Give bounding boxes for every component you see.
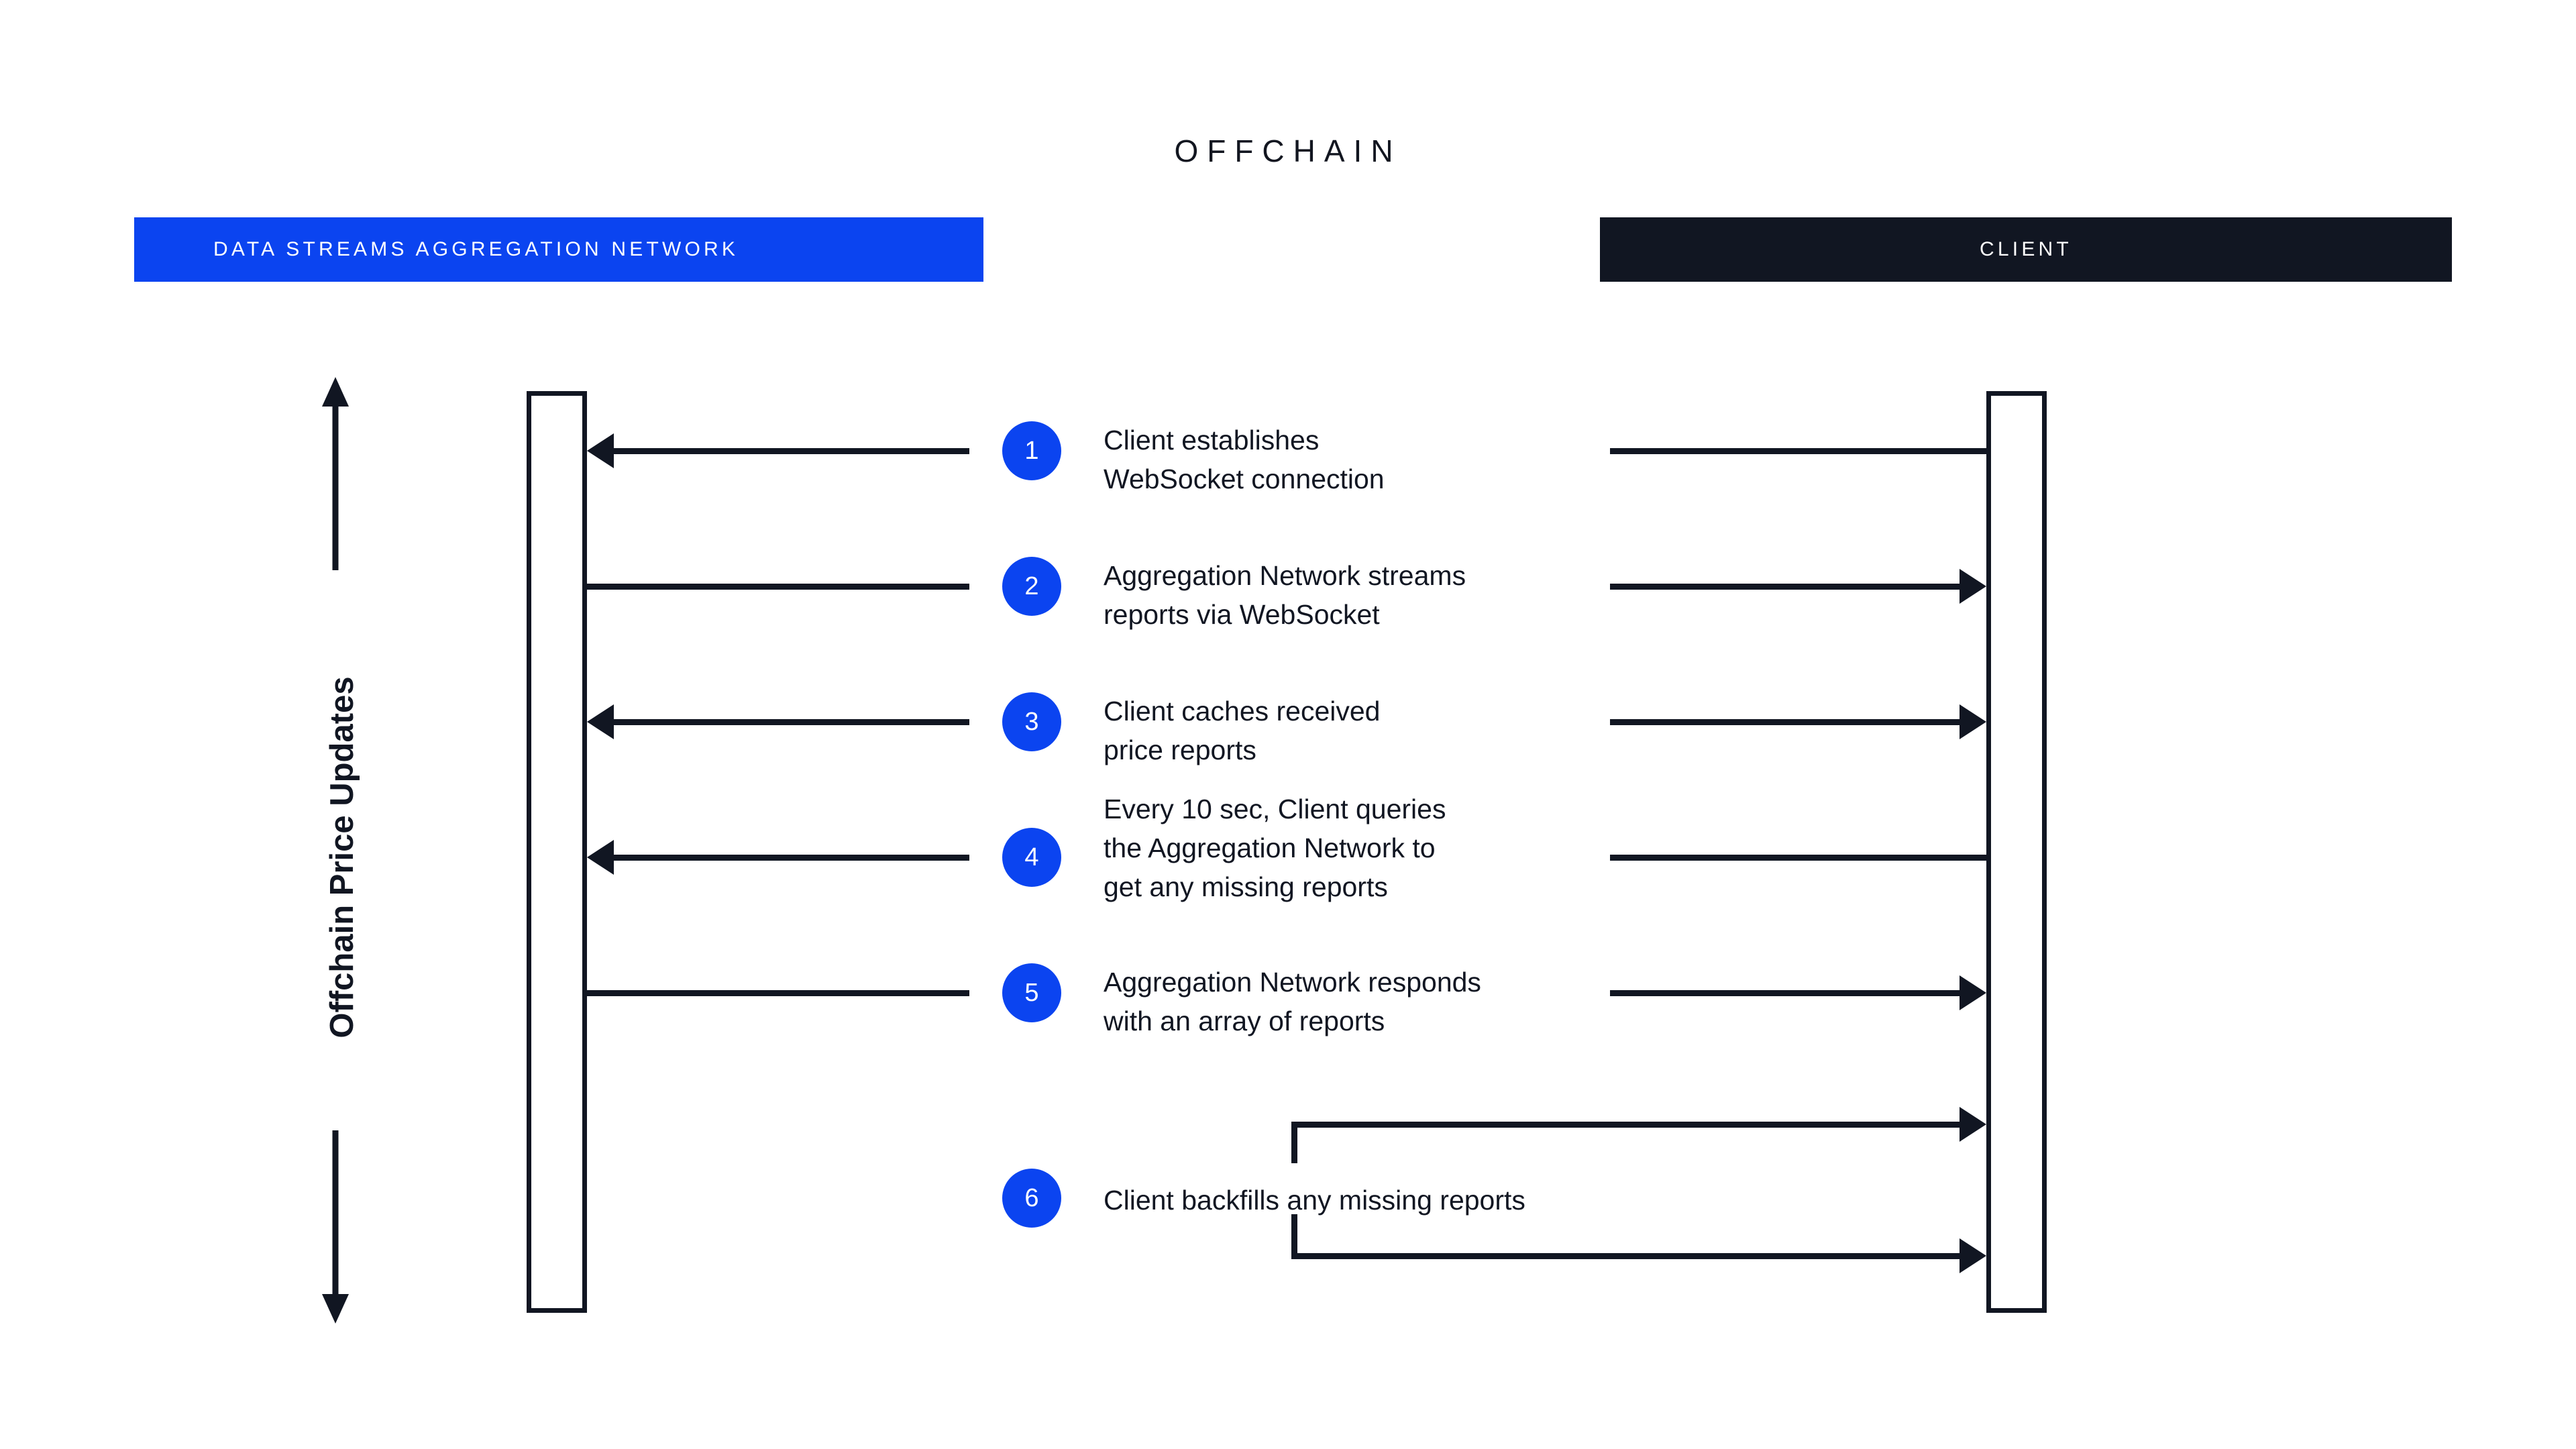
arrowhead-left-4 xyxy=(587,840,614,875)
step-caption-3: Client caches received price reports xyxy=(1104,696,1381,765)
message-line-3-right xyxy=(1610,719,1960,725)
message-line-4-right xyxy=(1610,855,1986,861)
step-badge-5: 5 xyxy=(1002,963,1061,1022)
lane-header-client: CLIENT xyxy=(1600,217,2452,282)
page-title: OFFCHAIN xyxy=(1174,133,1402,168)
step-badge-6: 6 xyxy=(1002,1169,1061,1228)
step-number-5: 5 xyxy=(1024,978,1039,1007)
lifeline-client xyxy=(1986,391,2047,1313)
step-caption-1: Client establishes WebSocket connection xyxy=(1104,425,1385,494)
arrowhead-right-6-bottom xyxy=(1960,1238,1986,1273)
step-badge-1: 1 xyxy=(1002,421,1061,480)
self-loop-stub-top xyxy=(1291,1122,1297,1163)
arrowhead-left-3 xyxy=(587,704,614,739)
step-badge-4: 4 xyxy=(1002,828,1061,887)
step-number-2: 2 xyxy=(1024,572,1039,600)
message-line-6-top xyxy=(1291,1122,1960,1128)
message-line-1-right xyxy=(1610,448,1986,454)
step-number-1: 1 xyxy=(1024,436,1039,465)
lane-header-aggregation-network-label: DATA STREAMS AGGREGATION NETWORK xyxy=(213,238,739,260)
message-line-6-bottom xyxy=(1291,1253,1960,1259)
lifeline-aggregation-network xyxy=(527,391,587,1313)
step-number-6: 6 xyxy=(1024,1183,1039,1212)
message-line-4-left xyxy=(614,855,969,861)
offchain-price-updates-label: Offchain Price Updates xyxy=(324,676,360,1038)
arrowhead-right-5 xyxy=(1960,975,1986,1010)
double-headed-arrow-icon xyxy=(322,377,349,1324)
arrowhead-right-2 xyxy=(1960,569,1986,604)
message-line-5-right xyxy=(1610,990,1960,996)
lane-header-aggregation-network: DATA STREAMS AGGREGATION NETWORK xyxy=(134,217,983,282)
message-line-2-right xyxy=(1610,584,1960,590)
step-caption-4: Every 10 sec, Client queries the Aggrega… xyxy=(1104,794,1446,902)
step-number-4: 4 xyxy=(1024,843,1039,871)
step-caption-6: Client backfills any missing reports xyxy=(1104,1185,1525,1216)
message-line-3-left xyxy=(614,719,969,725)
message-line-1-left xyxy=(614,448,969,454)
arrowhead-left-1 xyxy=(587,433,614,468)
step-caption-5: Aggregation Network responds with an arr… xyxy=(1104,967,1481,1036)
message-line-5-left xyxy=(587,990,969,996)
offchain-price-updates-axis: Offchain Price Updates xyxy=(295,376,376,1325)
arrowhead-right-3 xyxy=(1960,704,1986,739)
step-badge-2: 2 xyxy=(1002,557,1061,616)
message-line-2-left xyxy=(587,584,969,590)
arrowhead-right-6-top xyxy=(1960,1107,1986,1142)
step-caption-2: Aggregation Network streams reports via … xyxy=(1104,560,1466,630)
lane-header-client-label: CLIENT xyxy=(1980,238,2072,260)
self-loop-stub-bottom xyxy=(1291,1214,1297,1256)
step-badge-3: 3 xyxy=(1002,692,1061,751)
step-number-3: 3 xyxy=(1024,707,1039,736)
